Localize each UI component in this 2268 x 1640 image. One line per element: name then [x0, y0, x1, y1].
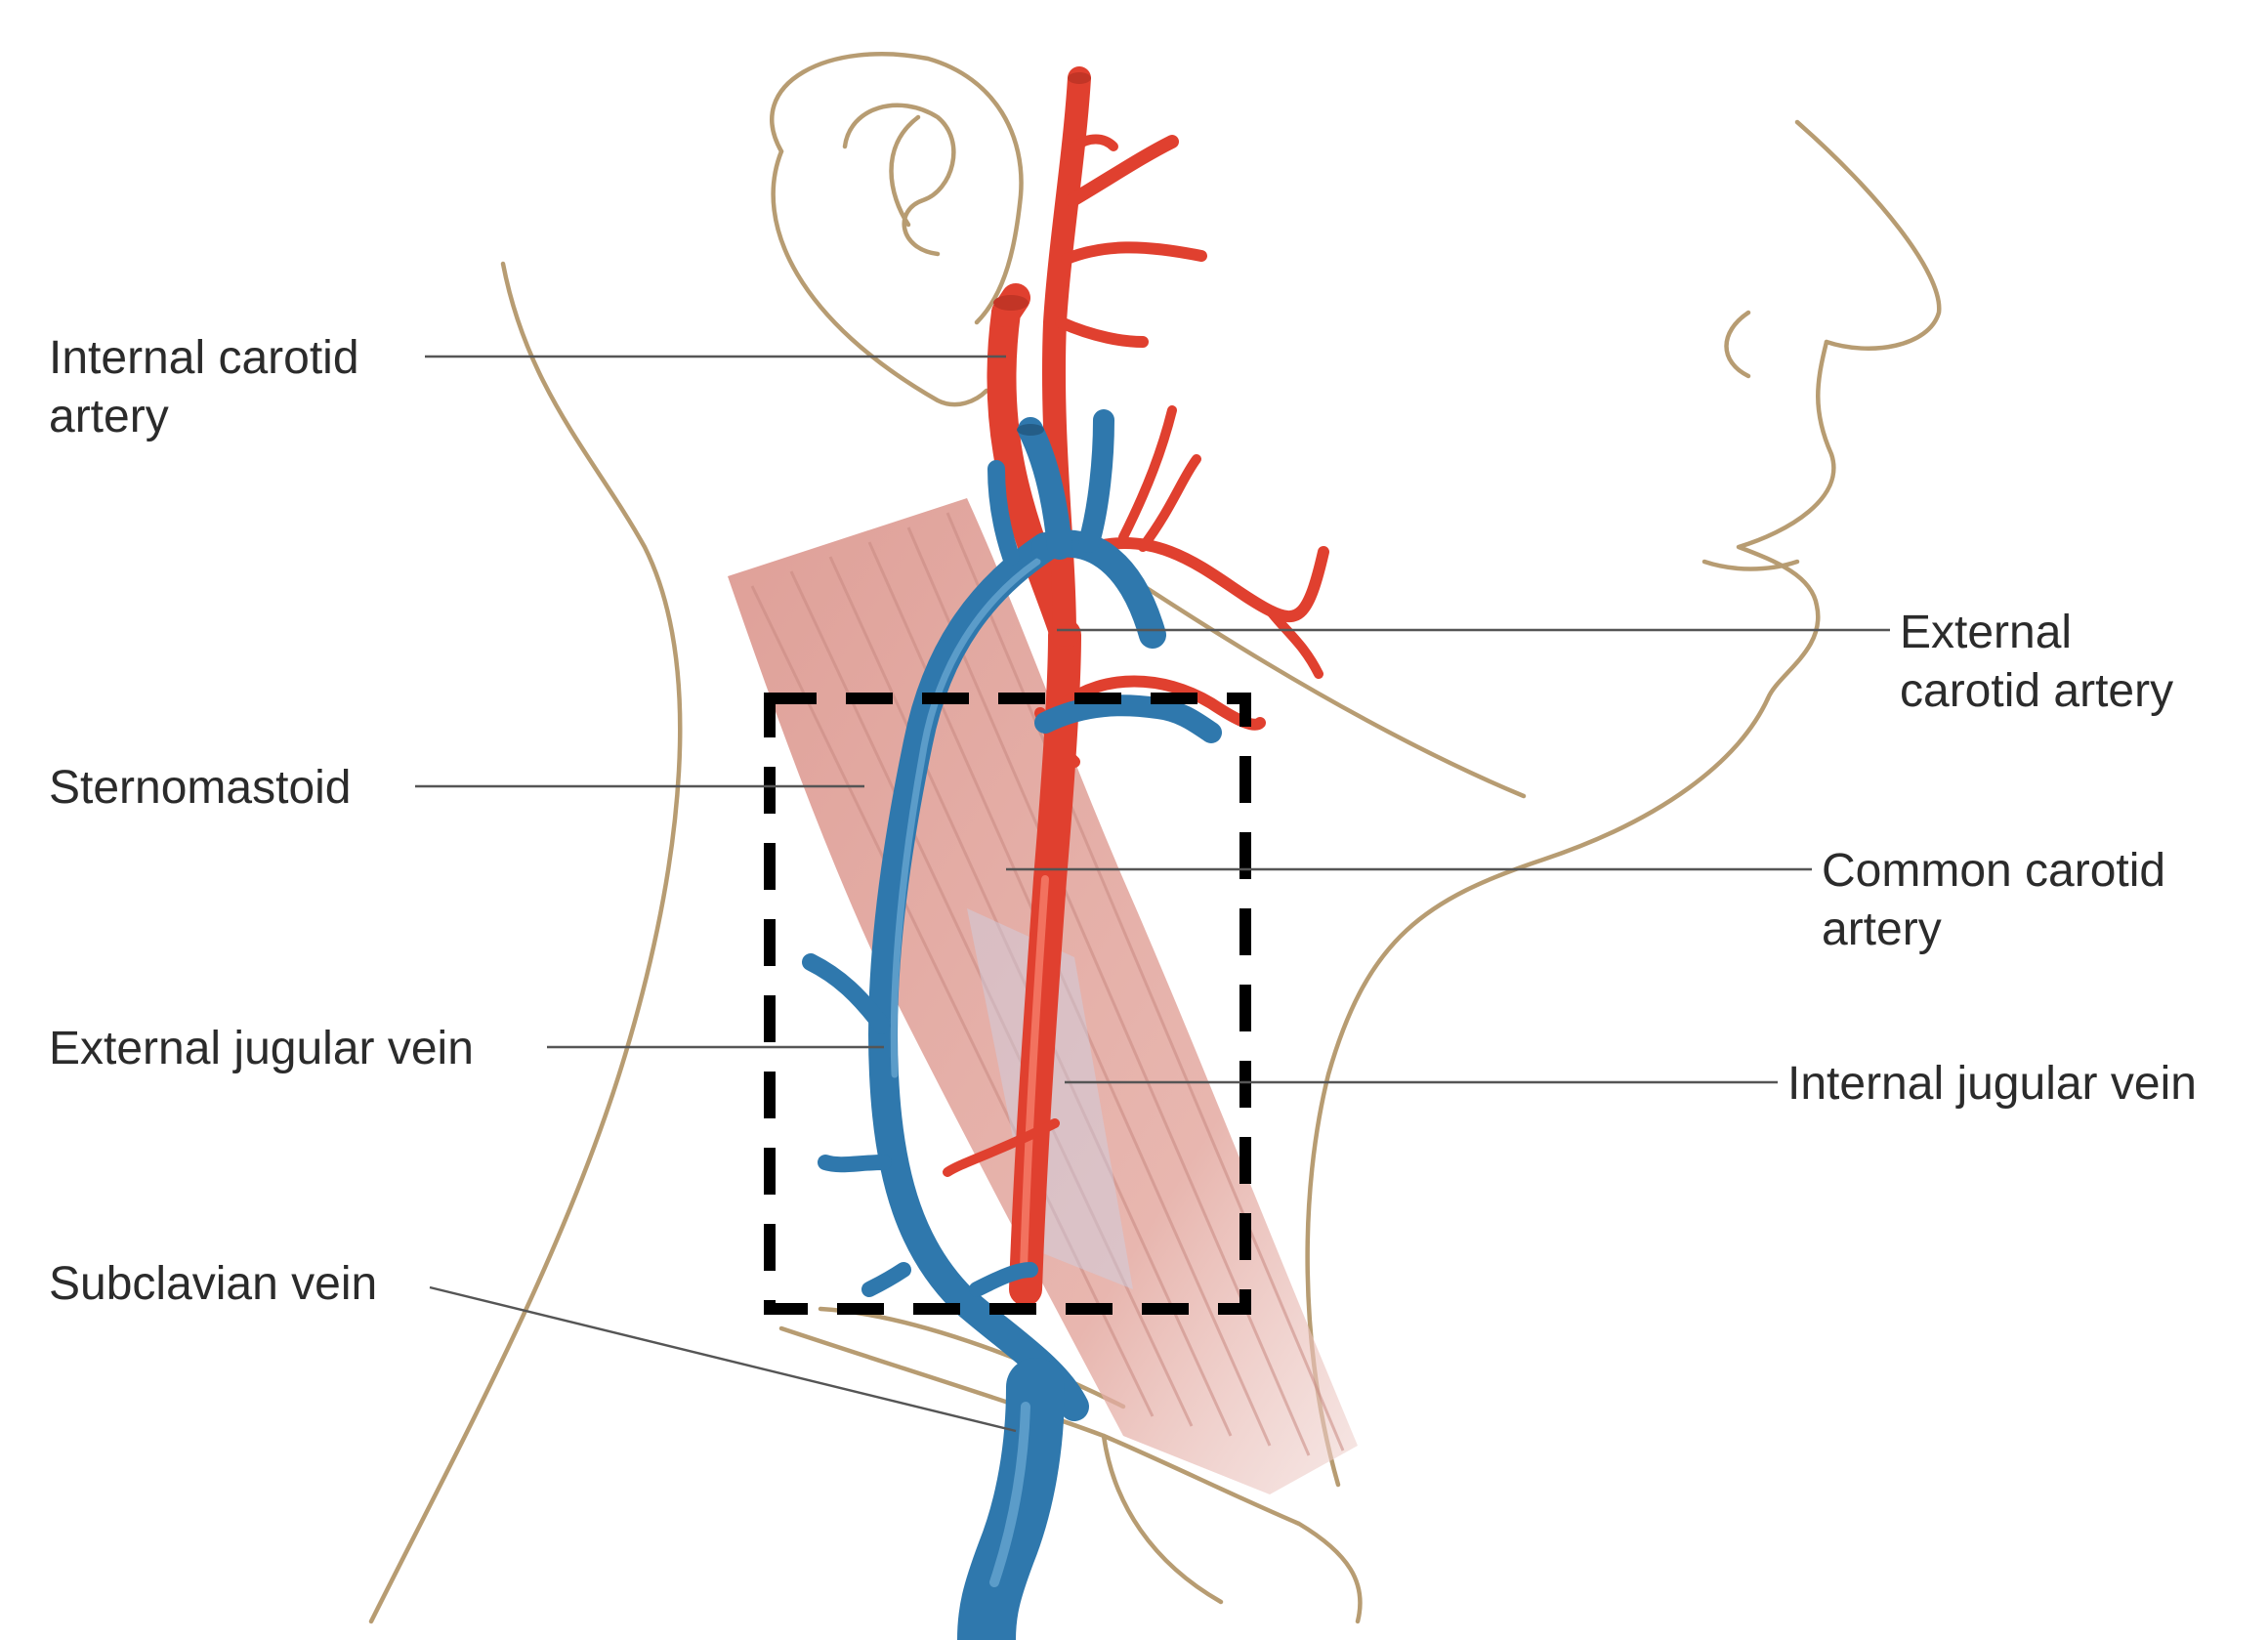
region-box: [764, 693, 1251, 1315]
label-subclavian-vein: Subclavian vein: [49, 1258, 377, 1310]
label-external-jugular-vein: External jugular vein: [49, 1023, 474, 1074]
label-common-carotid-artery: Common carotid artery: [1822, 845, 2178, 955]
label-internal-jugular-vein: Internal jugular vein: [1787, 1058, 2197, 1110]
veins: [802, 409, 1222, 1640]
label-sternomastoid: Sternomastoid: [49, 762, 352, 814]
label-internal-carotid-artery: Internal carotid artery: [49, 332, 372, 442]
label-external-carotid-artery: External carotid artery: [1900, 607, 2173, 717]
leader-lines: [415, 355, 1890, 1433]
labels: Internal carotid artery External carotid…: [49, 332, 2197, 1310]
